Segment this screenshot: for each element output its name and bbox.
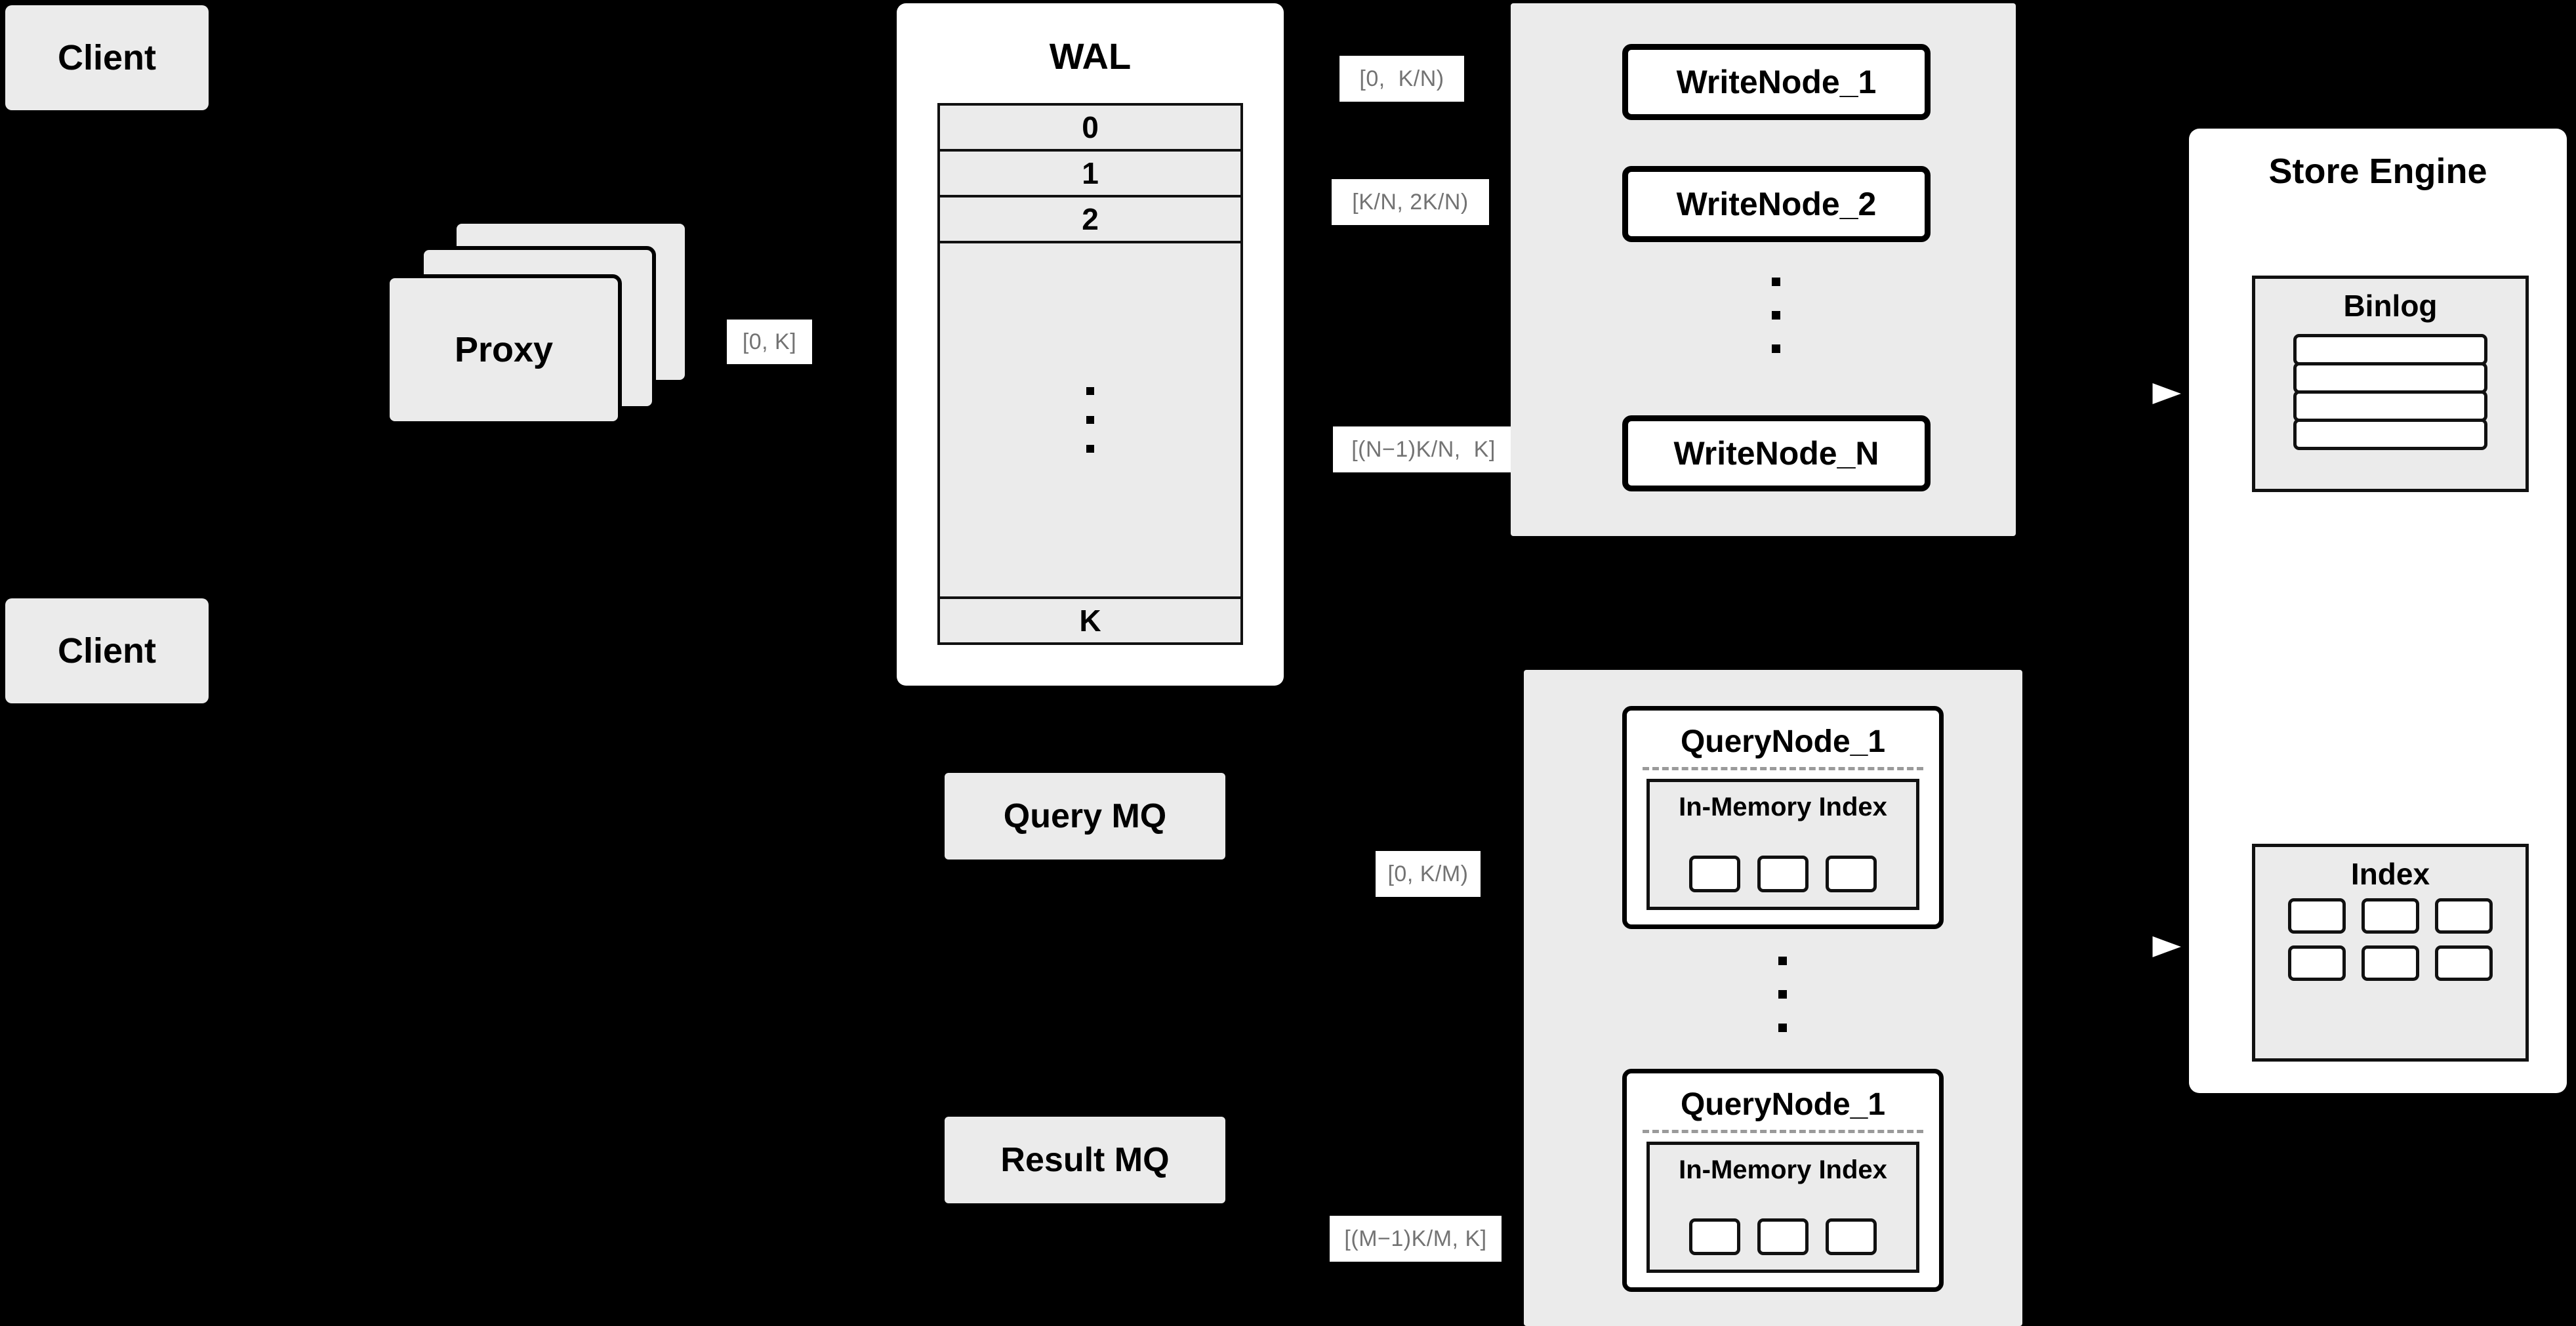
- in-memory-index-cell: [1757, 856, 1809, 892]
- index-row: [2278, 945, 2503, 981]
- wal-row-0: 0: [940, 106, 1240, 152]
- index-cell: [2361, 898, 2419, 934]
- wal-table: 0 1 2 K: [937, 103, 1243, 645]
- wal-row-k: K: [940, 599, 1240, 642]
- querynode-label-1: QueryNode_1: [1680, 724, 1886, 759]
- query-mq-box[interactable]: Query MQ: [945, 773, 1225, 860]
- query-mq-label: Query MQ: [1003, 797, 1167, 835]
- client-box-1[interactable]: Client: [5, 5, 209, 110]
- writenode-1-range-text: [0, K/N): [1359, 66, 1444, 91]
- in-memory-index-cells-1: [1650, 856, 1916, 892]
- index-panel: Index: [2252, 844, 2529, 1062]
- index-row: [2278, 898, 2503, 934]
- index-cell: [2361, 945, 2419, 981]
- binlog-row: [2293, 419, 2487, 450]
- querynode-1-range-label: [0, K/M): [1376, 851, 1481, 897]
- store-engine-title: Store Engine: [2268, 152, 2487, 191]
- in-memory-index-panel-1: In-Memory Index: [1646, 779, 1919, 910]
- writenode-n-range-text: [(N−1)K/N, K]: [1351, 436, 1496, 462]
- writenode-label-n: WriteNode_N: [1673, 435, 1879, 472]
- proxy-box[interactable]: Proxy: [386, 274, 622, 425]
- index-cell: [2435, 945, 2493, 981]
- arrow-querynodes-to-index: [2066, 929, 2195, 964]
- arrow-writenodes-to-binlog: [2066, 376, 2195, 411]
- writenode-label-1: WriteNode_1: [1676, 64, 1877, 100]
- index-cell: [2288, 898, 2346, 934]
- wal-row-k-value: K: [1079, 604, 1101, 638]
- binlog-row: [2293, 390, 2487, 422]
- in-memory-index-cell: [1757, 1218, 1809, 1255]
- writenode-vertical-ellipsis-icon: [1772, 278, 1780, 353]
- wal-row-2: 2: [940, 197, 1240, 243]
- querynode-m-range-label: [(M−1)K/M, K]: [1330, 1216, 1502, 1262]
- querynode-label-m: QueryNode_1: [1680, 1087, 1886, 1122]
- in-memory-index-cell: [1689, 1218, 1740, 1255]
- wal-row-2-value: 2: [1082, 202, 1099, 236]
- querynode-vertical-ellipsis-icon: [1778, 957, 1787, 1032]
- writenode-box-2[interactable]: WriteNode_2: [1622, 166, 1931, 242]
- client-box-2[interactable]: Client: [5, 598, 209, 703]
- writenode-n-range-label: [(N−1)K/N, K]: [1333, 426, 1514, 472]
- proxy-label: Proxy: [454, 330, 554, 369]
- index-cell: [2288, 945, 2346, 981]
- binlog-row: [2293, 334, 2487, 365]
- in-memory-index-cells-m: [1650, 1218, 1916, 1255]
- writenode-box-1[interactable]: WriteNode_1: [1622, 44, 1931, 120]
- binlog-title: Binlog: [2343, 289, 2438, 323]
- in-memory-index-cell: [1826, 856, 1877, 892]
- querynode-divider-m: [1643, 1130, 1923, 1133]
- writenode-1-range-label: [0, K/N): [1339, 56, 1464, 102]
- in-memory-index-panel-m: In-Memory Index: [1646, 1142, 1919, 1273]
- writenode-box-n[interactable]: WriteNode_N: [1622, 415, 1931, 491]
- index-title: Index: [2350, 857, 2430, 891]
- querynode-box-m[interactable]: QueryNode_1 In-Memory Index: [1622, 1069, 1944, 1292]
- wal-row-1: 1: [940, 152, 1240, 197]
- client-label-1: Client: [57, 38, 156, 77]
- client-label-2: Client: [57, 631, 156, 671]
- in-memory-index-cell: [1826, 1218, 1877, 1255]
- proxy-range-text: [0, K]: [742, 329, 797, 354]
- binlog-panel: Binlog: [2252, 276, 2529, 492]
- wal-panel: WAL 0 1 2 K: [897, 3, 1284, 686]
- writenode-2-range-label: [K/N, 2K/N): [1332, 179, 1489, 225]
- wal-title: WAL: [1049, 35, 1132, 77]
- querynode-1-range-text: [0, K/M): [1387, 861, 1469, 886]
- wal-row-ellipsis: [940, 243, 1240, 599]
- write-node-group-panel: WriteNode_1 WriteNode_2 WriteNode_N: [1511, 3, 2016, 536]
- querynode-box-1[interactable]: QueryNode_1 In-Memory Index: [1622, 706, 1944, 929]
- wal-row-0-value: 0: [1082, 110, 1099, 144]
- index-grid: [2278, 898, 2503, 981]
- in-memory-index-title-m: In-Memory Index: [1679, 1155, 1887, 1184]
- proxy-range-label: [0, K]: [727, 320, 812, 364]
- result-mq-box[interactable]: Result MQ: [945, 1117, 1225, 1203]
- writenode-2-range-text: [K/N, 2K/N): [1352, 189, 1469, 215]
- querynode-m-range-text: [(M−1)K/M, K]: [1344, 1226, 1487, 1251]
- binlog-row: [2293, 362, 2487, 394]
- index-cell: [2435, 898, 2493, 934]
- binlog-rows: [2293, 334, 2487, 450]
- query-node-group-panel: QueryNode_1 In-Memory Index QueryNode_1 …: [1524, 670, 2022, 1326]
- querynode-divider-1: [1643, 767, 1923, 770]
- in-memory-index-title-1: In-Memory Index: [1679, 793, 1887, 821]
- store-engine-panel: Store Engine Binlog Index: [2189, 129, 2567, 1093]
- wal-row-1-value: 1: [1082, 156, 1099, 190]
- result-mq-label: Result MQ: [1000, 1141, 1170, 1179]
- writenode-label-2: WriteNode_2: [1676, 186, 1877, 222]
- in-memory-index-cell: [1689, 856, 1740, 892]
- vertical-ellipsis-icon: [1086, 387, 1094, 453]
